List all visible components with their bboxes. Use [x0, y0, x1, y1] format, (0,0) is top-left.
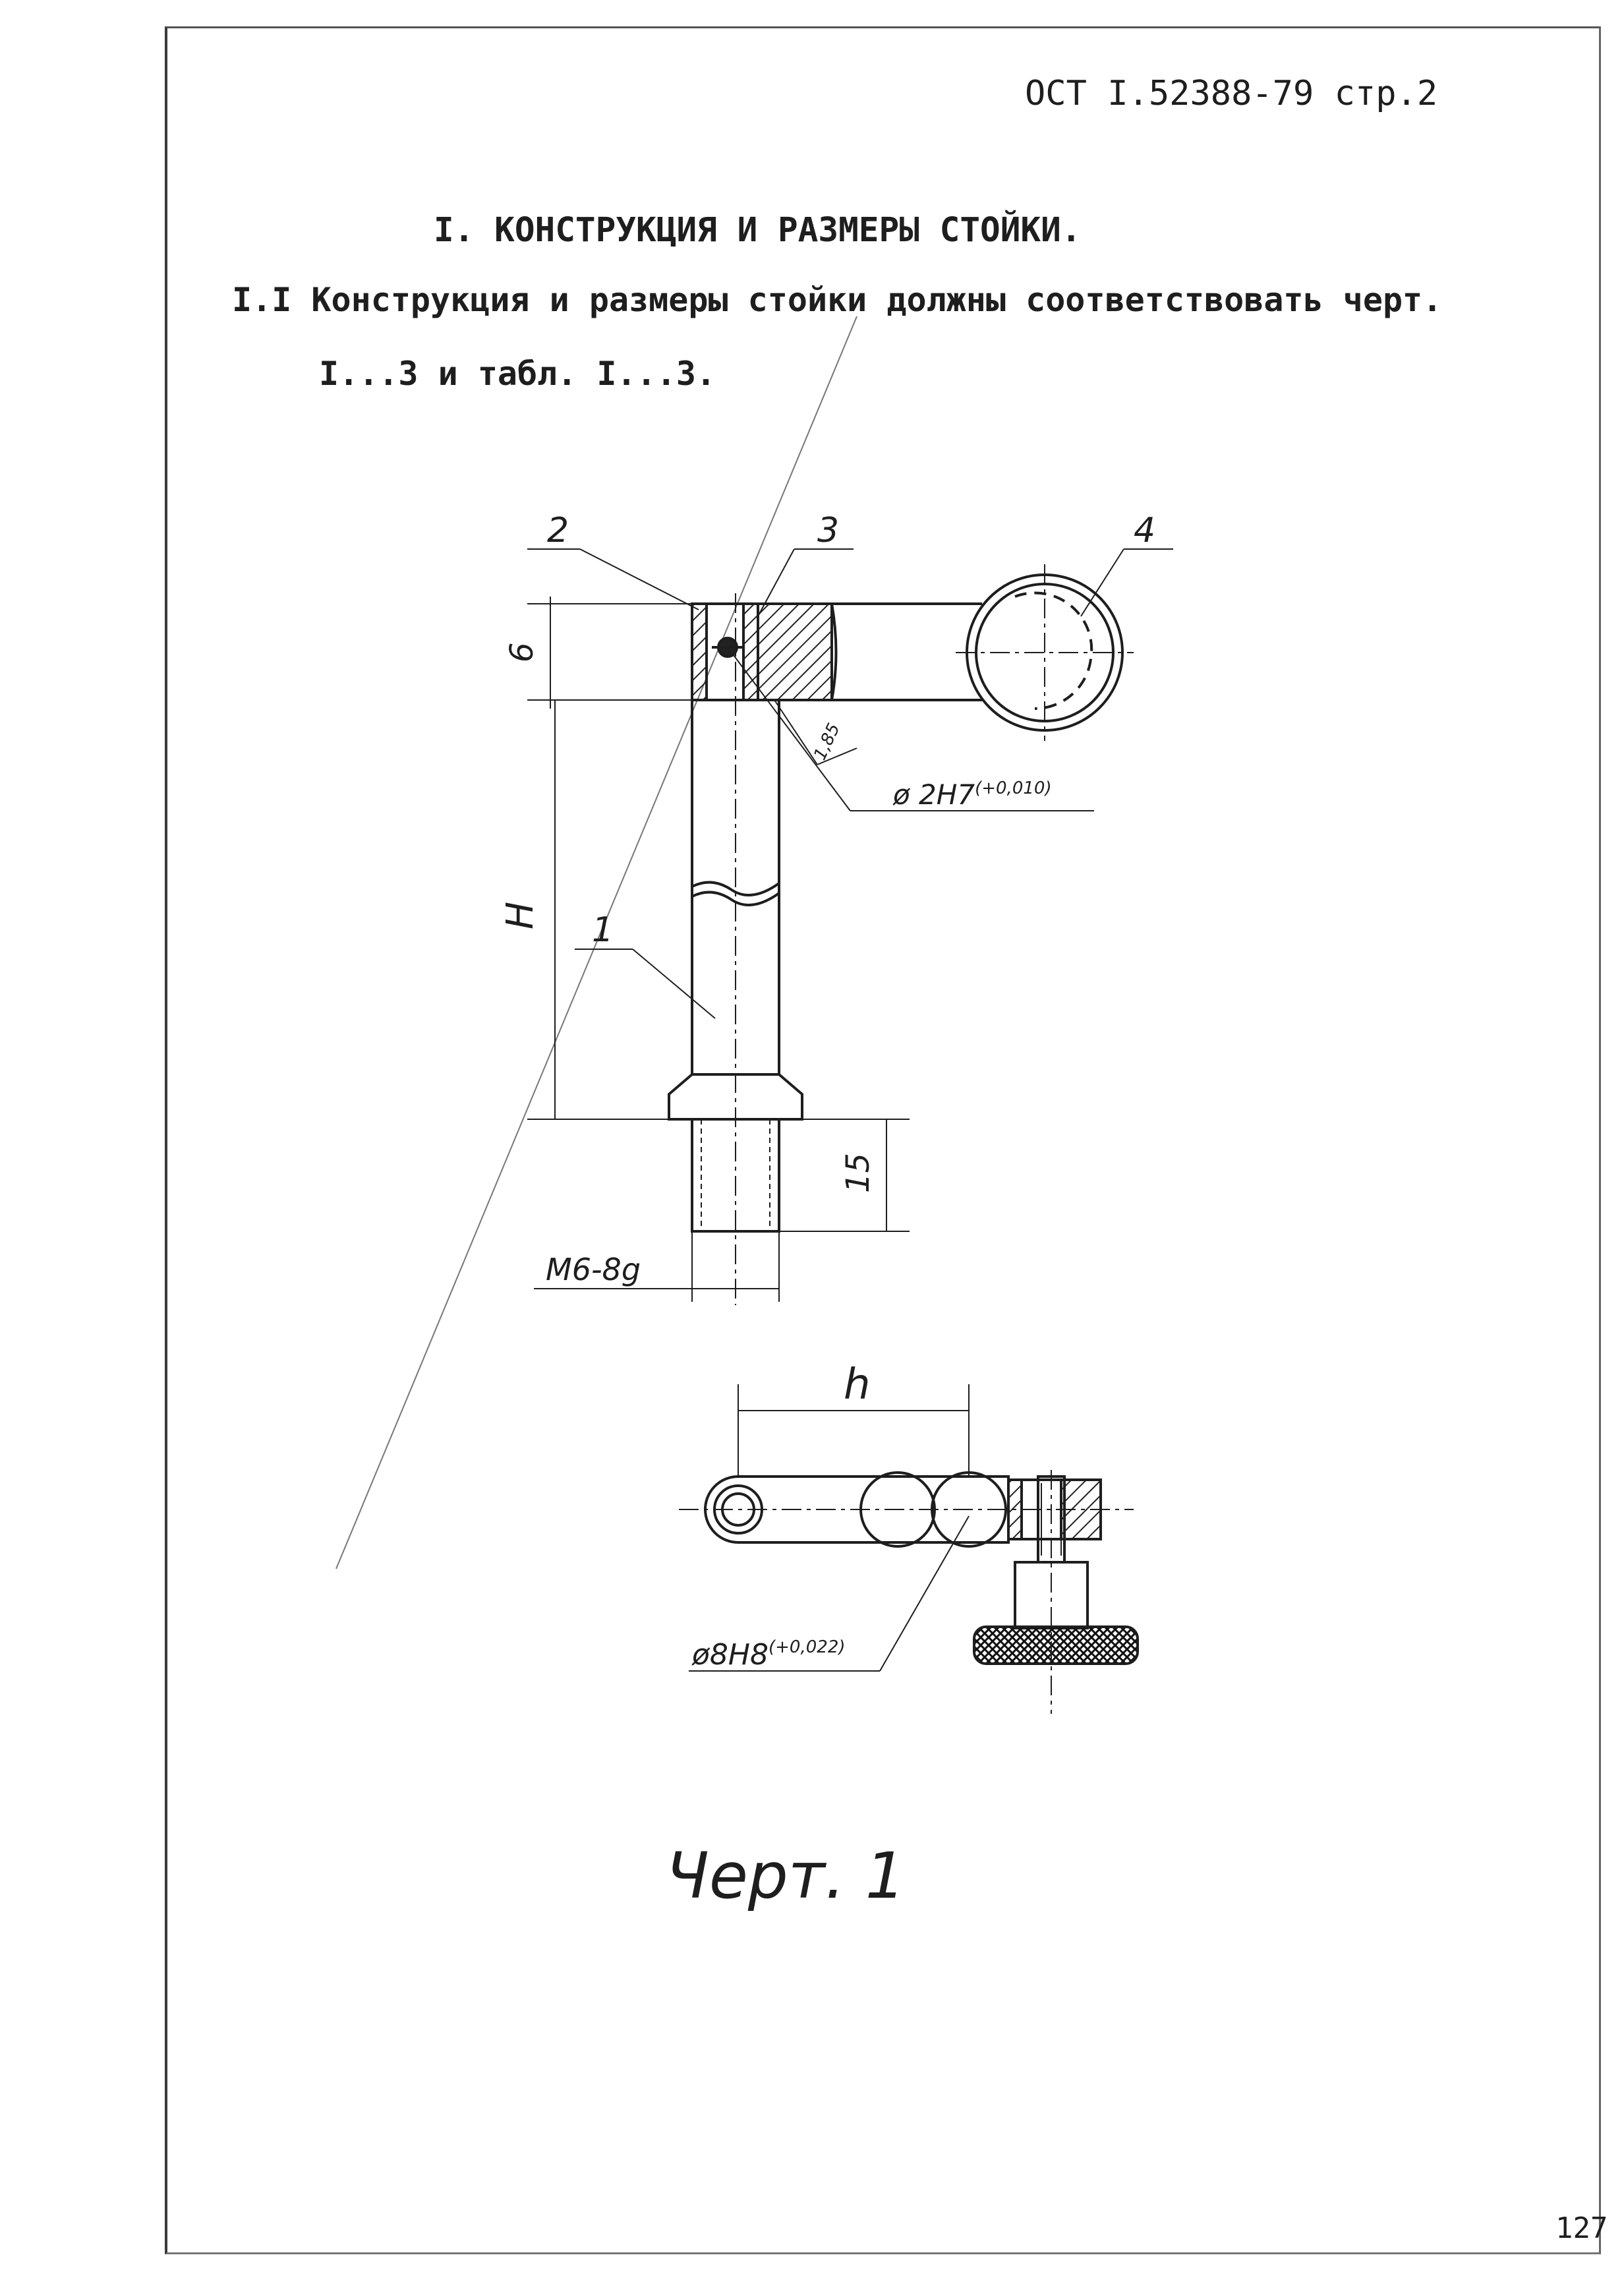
dim-6: 6 [504, 642, 540, 662]
hole-tolerance: ø 2H7(+0,010) [892, 778, 1052, 811]
page-border [165, 26, 1601, 2254]
figure-bottom [679, 1384, 1139, 1714]
page-number: 127 [1555, 2211, 1608, 2245]
dim-H: H [499, 902, 542, 929]
figure-top [527, 548, 1173, 1305]
bore-tolerance: ø8H8(+0,022) [691, 1637, 846, 1672]
dim-h: h [844, 1360, 871, 1409]
document-reference: ОСТ I.52388-79 стр.2 [1025, 74, 1438, 113]
crease-line [335, 316, 857, 1569]
callout-1: 1 [592, 910, 614, 950]
thread-label: M6-8g [546, 1252, 641, 1287]
paragraph-line-1: I.I Конструкция и размеры стойки должны … [232, 281, 1443, 319]
callout-2: 2 [547, 511, 569, 550]
dim-15: 15 [840, 1153, 877, 1193]
callout-4: 4 [1134, 511, 1155, 550]
figure-caption: Черт. 1 [666, 1839, 906, 1913]
section-title: I. КОНСТРУКЦИЯ И РАЗМЕРЫ СТОЙКИ. [434, 211, 1082, 250]
callout-3: 3 [817, 511, 839, 550]
paragraph-line-2: I...3 и табл. I...3. [319, 355, 716, 393]
chamfer-angle: 1,85 [810, 720, 844, 763]
